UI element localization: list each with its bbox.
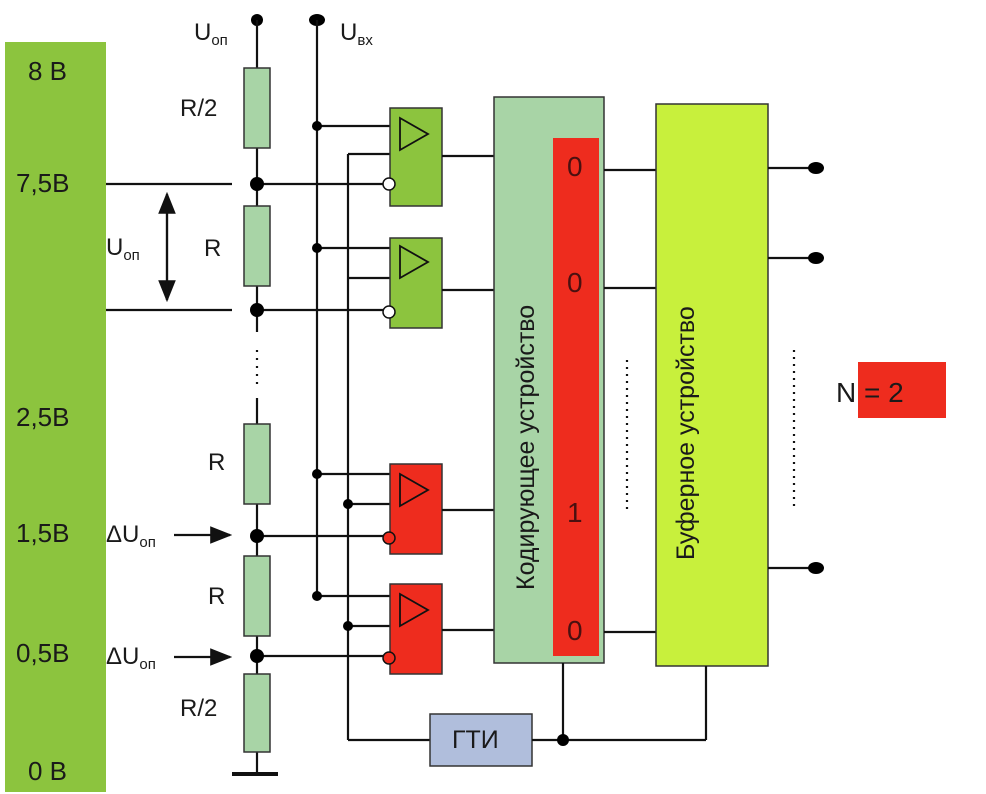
encoder-bit-3: 1 [567,497,583,528]
delta-uop-label-2: ΔUоп [106,643,156,673]
resistor-2 [243,205,271,287]
voltage-scale-bar [5,42,106,792]
resistor-label-1: R/2 [180,95,217,122]
encoder-bit-1: 0 [567,151,583,182]
c1-vin-node [312,121,322,131]
uop-span-label: Uоп [106,234,140,264]
resistor-1 [243,67,271,149]
scale-label-0v: 0 В [28,756,67,786]
c4-ref-node [250,649,264,663]
scale-label-8v: 8 В [28,56,67,86]
resistor-4 [243,555,271,637]
output-terminal-1 [808,162,824,174]
scale-label-1-5v: 1,5В [16,518,70,548]
comparator-1 [389,107,443,207]
comparator-3-symbol [399,472,430,508]
c4-inverting-input [382,651,396,665]
clock-generator [429,713,533,767]
c1-inverting-input [382,177,396,191]
comparator-3 [389,463,443,555]
resistor-label-3: R [208,449,225,476]
comparator-1-symbol [399,116,430,152]
resistor-label-2: R [204,235,221,262]
scale-label-0-5v: 0,5В [16,638,70,668]
input-voltage-label: Uвх [340,19,373,49]
comparator-2 [389,237,443,329]
c3-clock-node [343,499,353,509]
buffer-block [655,103,769,667]
delta-uop-label-1: ΔUоп [106,521,156,551]
scale-label-2-5v: 2,5В [16,402,70,432]
ref-voltage-label: Uоп [194,19,228,49]
c2-inverting-input [382,305,396,319]
resistor-3 [243,423,271,505]
comparator-2-symbol [399,244,430,280]
resistor-label-4: R [208,583,225,610]
resistor-5 [243,673,271,753]
encoder-code-column [553,138,599,656]
encoder-label: Кодирующее устройство [512,305,540,590]
result-box [858,362,946,418]
c4-vin-node [312,591,322,601]
result-label: N = 2 [836,377,904,408]
output-terminal-2 [808,252,824,264]
encoder-bit-4: 0 [567,615,583,646]
clock-node [557,734,569,746]
resistor-label-5: R/2 [180,695,217,722]
buffer-label: Буферное устройство [672,306,700,560]
output-terminal-3 [808,562,824,574]
c3-inverting-input [382,531,396,545]
comparator-4-symbol [399,592,430,628]
encoder-bit-2: 0 [567,267,583,298]
clock-generator-label: ГТИ [452,726,499,754]
c4-clock-node [343,621,353,631]
c3-ref-node [250,529,264,543]
c1-ref-node [250,177,264,191]
c2-vin-node [312,243,322,253]
c2-ref-node [250,303,264,317]
comparator-4 [389,583,443,675]
c3-vin-node [312,469,322,479]
scale-label-7-5v: 7,5В [16,168,70,198]
